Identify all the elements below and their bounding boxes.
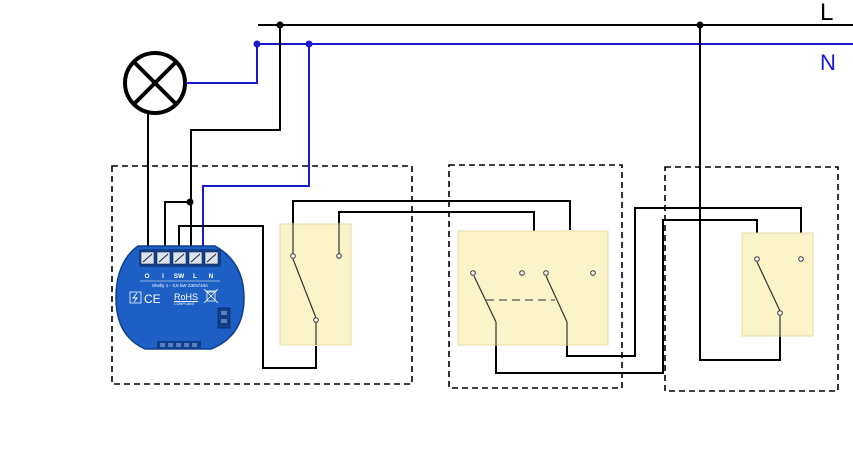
switch-1-lever: [292, 258, 317, 319]
switch-3: [741, 232, 814, 337]
device-junction: [186, 198, 194, 206]
terminal-label-n: N: [209, 273, 214, 280]
lightning-icon: [129, 291, 142, 304]
device-body: [115, 245, 245, 350]
switch-3-plate: [741, 232, 814, 337]
terminal-label-i: I: [162, 273, 164, 280]
switch-2-lever-b: [545, 275, 568, 323]
weee-bin-icon: [203, 288, 219, 304]
rohs-mark: RoHS: [174, 292, 198, 302]
switch-3-lever: [756, 261, 781, 312]
switch-2-plate: [457, 230, 609, 346]
wire-lamp-neutral: [186, 44, 258, 84]
wire-traveller-1a: [292, 200, 571, 230]
supply-lines: L N: [253, 0, 853, 75]
wire-neutral-device: [202, 44, 310, 250]
enclosure-3: [664, 166, 839, 392]
rohs-compliant: COMPLIANT: [174, 302, 196, 306]
ce-mark: CE: [144, 292, 161, 306]
wire-traveller-2a: [495, 219, 758, 374]
wire-live-sw: [164, 201, 190, 250]
terminal-label-l: L: [193, 273, 197, 280]
wire-live-device: [190, 25, 281, 250]
enclosure-1: [111, 165, 413, 385]
wire-sw-switch1: [178, 225, 317, 369]
wire-traveller-2b: [566, 207, 802, 357]
lamp-icon: [123, 51, 187, 115]
enclosure-2: [448, 164, 623, 389]
terminal-label-sw: SW: [174, 273, 185, 280]
terminal-screws: [140, 251, 219, 265]
neutral-label: N: [820, 50, 836, 75]
live-label: L: [820, 0, 833, 26]
switch-2: [457, 230, 609, 346]
device-model-text: Shelly 1 - 3,5 kW 230V/16A: [152, 283, 209, 288]
switch-1: [279, 223, 352, 346]
wire-live-switch3: [699, 25, 781, 361]
terminal-label-o: O: [144, 273, 149, 280]
shelly-device: O I SW L N Shelly 1 - 3,5 kW 230V/16A CE…: [115, 245, 245, 350]
switch-2-lever-a: [473, 275, 497, 323]
